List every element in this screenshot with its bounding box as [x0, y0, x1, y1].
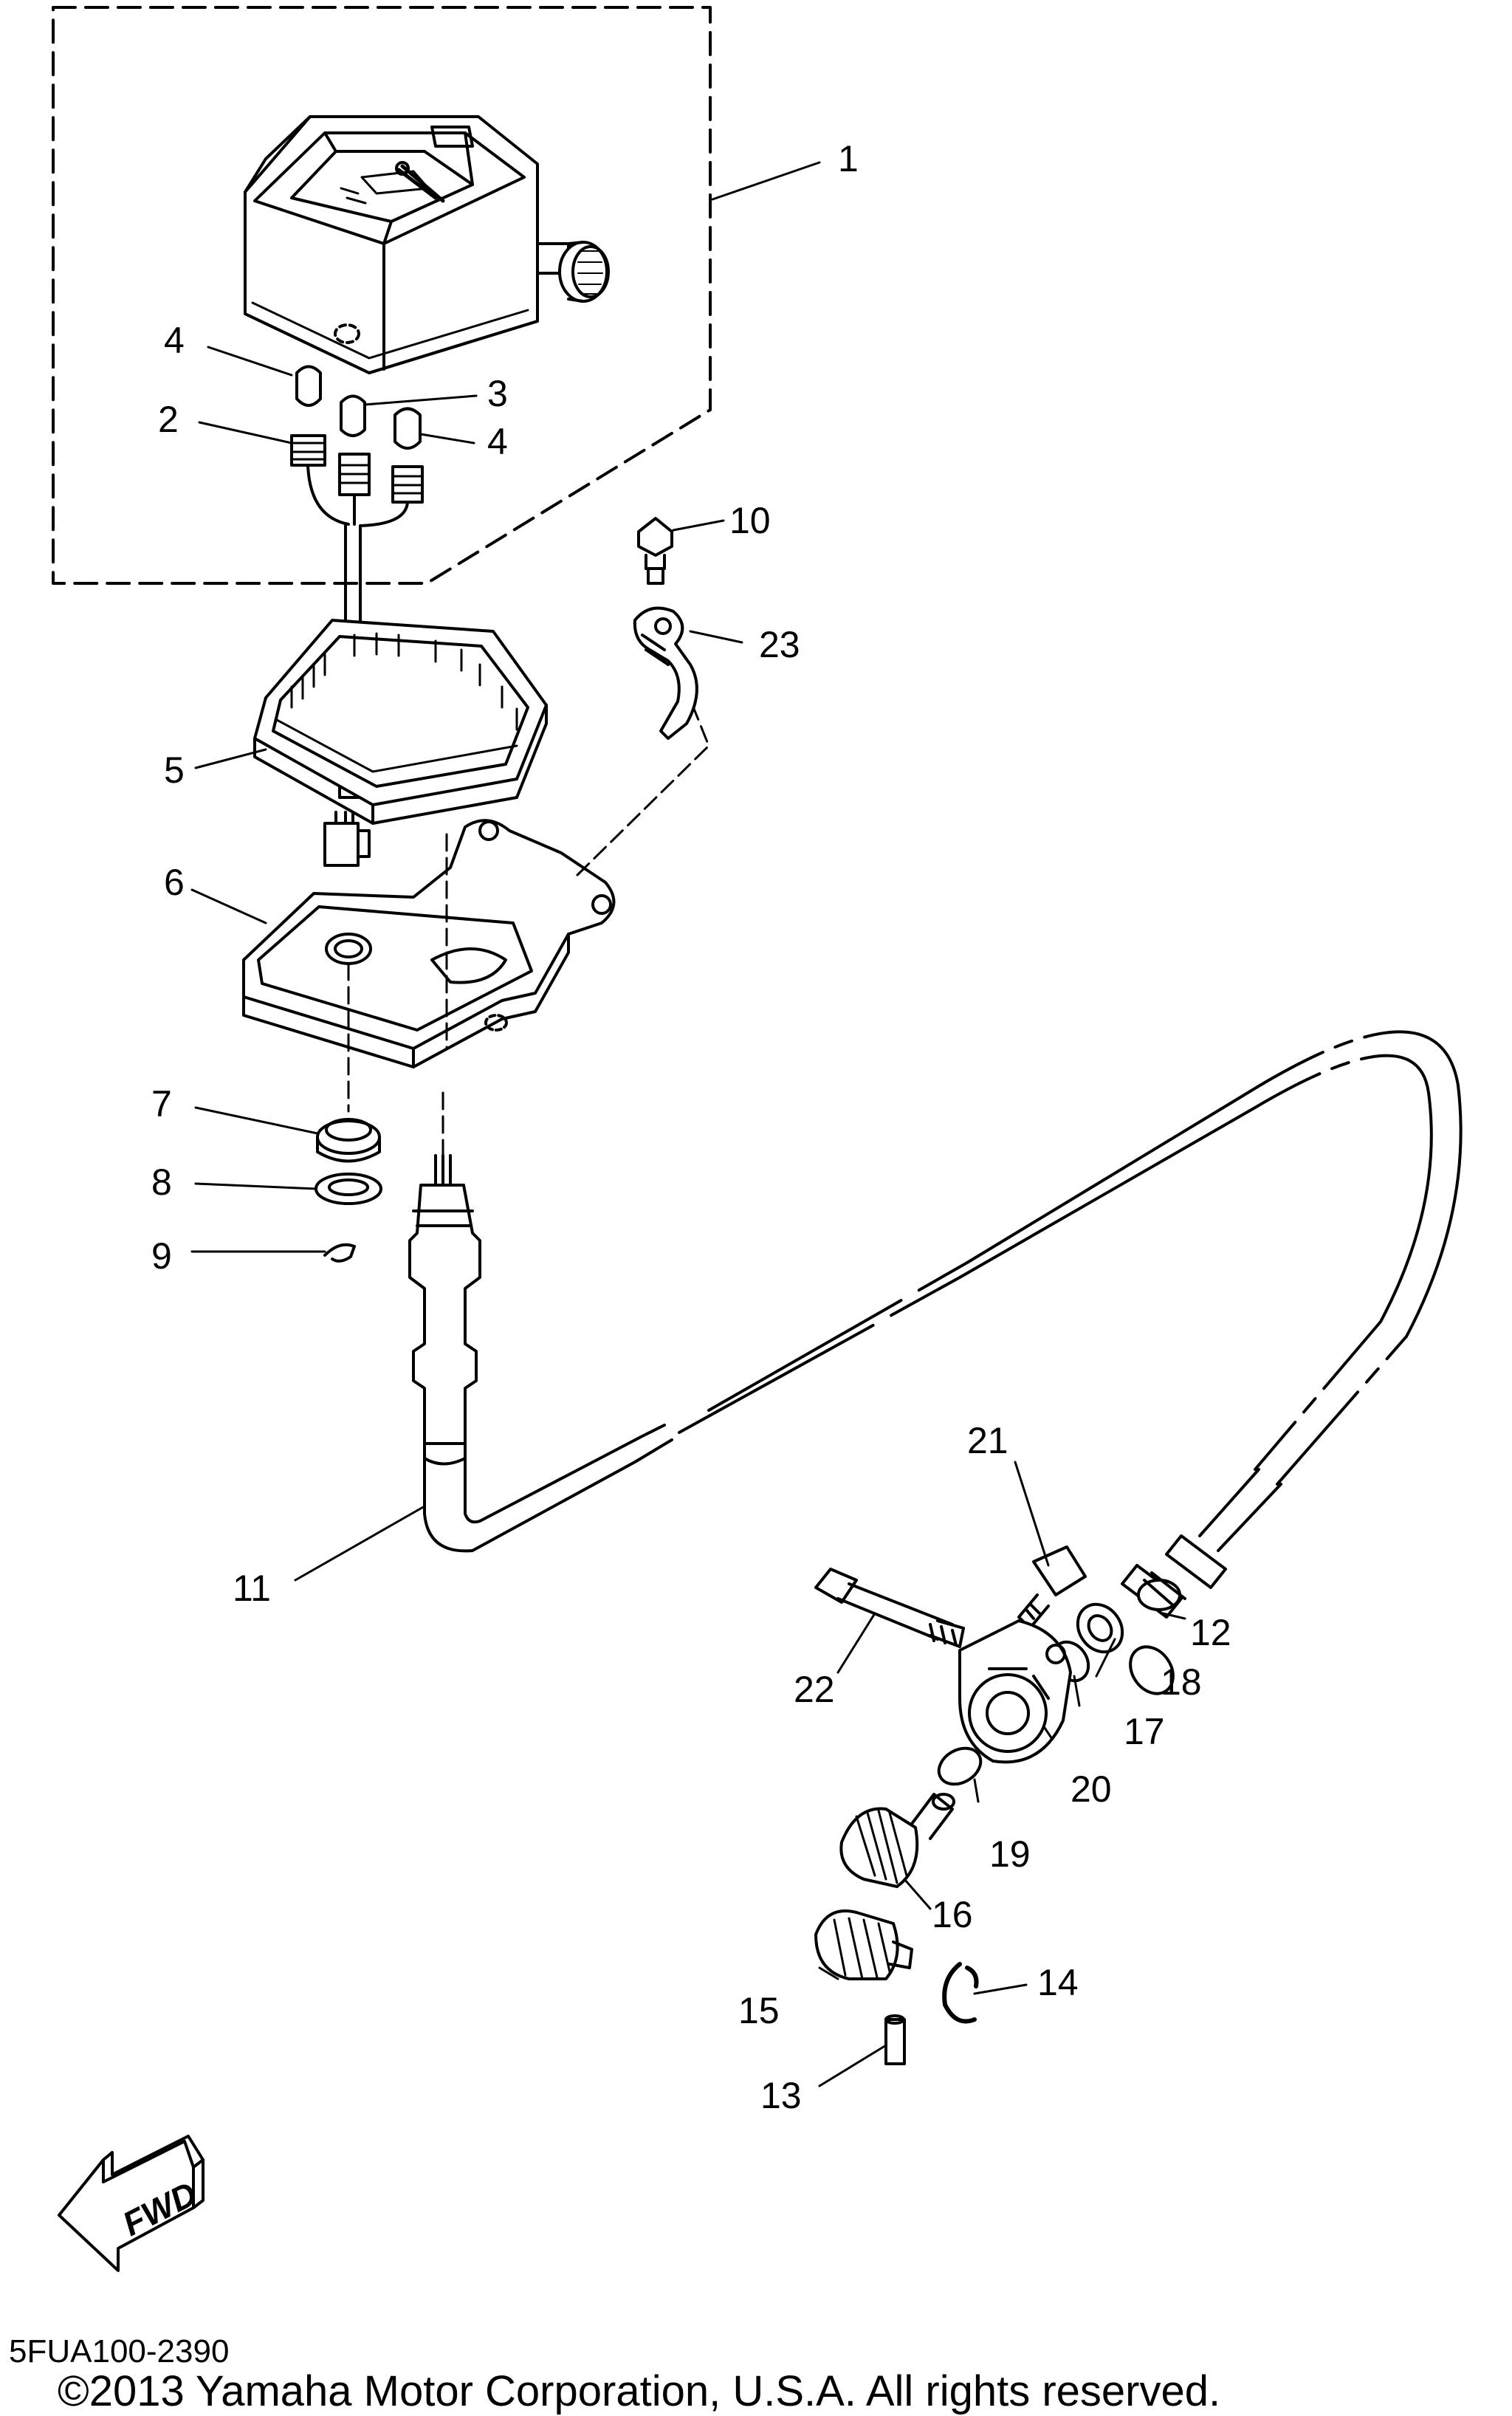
callout-6: 6 [164, 862, 185, 903]
speedometer-cable-11 [408, 1030, 1463, 1619]
o-ring-12 [1129, 1645, 1175, 1695]
clamp-23 [633, 606, 698, 740]
diagram-code: 5FUA100-2390 [9, 2333, 230, 2369]
callout-17: 17 [1124, 1711, 1165, 1752]
callout-15: 15 [738, 1990, 780, 2031]
bulb-4b [394, 407, 422, 450]
callout-14: 14 [1037, 1962, 1079, 2003]
callout-9: 9 [151, 1235, 172, 1277]
callout-11: 11 [233, 1568, 271, 1609]
bolt-22 [814, 1568, 965, 1648]
driven-gear-15 [814, 1909, 913, 1980]
leader-lines [190, 161, 1186, 2087]
callout-19: 19 [989, 1833, 1031, 1875]
callout-4b: 4 [487, 421, 508, 462]
wire-connector [323, 811, 371, 867]
callout-20: 20 [1071, 1768, 1112, 1810]
o-ring-19 [937, 1746, 983, 1786]
callout-10: 10 [729, 500, 771, 541]
gear-housing-20 [958, 1619, 1072, 1764]
meter-bracket-6 [242, 819, 616, 1068]
assembly-box [52, 6, 712, 585]
callout-13: 13 [760, 2075, 802, 2116]
copyright-notice: ©2013 Yamaha Motor Corporation, U.S.A. A… [58, 2367, 1221, 2415]
pin-13 [884, 2014, 906, 2065]
bulb-socket-right [391, 465, 424, 504]
meter-cover-5 [253, 619, 548, 825]
bushing-18 [1076, 1602, 1124, 1654]
callout-23: 23 [759, 624, 800, 665]
bulb-socket-2 [290, 434, 326, 467]
callout-2: 2 [158, 399, 179, 440]
reference-lines [347, 707, 710, 1183]
bulb-4a [295, 365, 322, 407]
drive-gear-16 [839, 1793, 955, 1888]
callout-4a: 4 [164, 320, 185, 361]
fwd-arrow-icon: FWD [58, 2135, 205, 2272]
callout-5: 5 [164, 749, 185, 791]
grommet-7 [316, 1118, 381, 1163]
callout-7: 7 [151, 1083, 172, 1125]
wire-harness [306, 464, 409, 747]
callout-22: 22 [794, 1669, 835, 1710]
callout-1: 1 [838, 138, 859, 179]
bulb-socket-center [338, 453, 371, 496]
circlip-14 [942, 1962, 979, 2024]
bolt-10 [637, 517, 673, 585]
callout-12: 12 [1190, 1612, 1231, 1653]
callout-16: 16 [932, 1894, 973, 1935]
callout-18: 18 [1161, 1661, 1202, 1703]
callout-8: 8 [151, 1161, 172, 1203]
clip-9 [323, 1243, 356, 1263]
speedometer-meter-assembly [244, 115, 610, 374]
callout-numbers: 1 4 2 3 4 10 23 5 6 7 8 9 11 21 12 18 17… [151, 138, 1231, 2116]
screw-21 [1017, 1545, 1087, 1630]
callout-3: 3 [487, 373, 508, 414]
bulb-3 [340, 394, 366, 437]
washer-8 [315, 1173, 382, 1205]
callout-21: 21 [967, 1420, 1008, 1461]
